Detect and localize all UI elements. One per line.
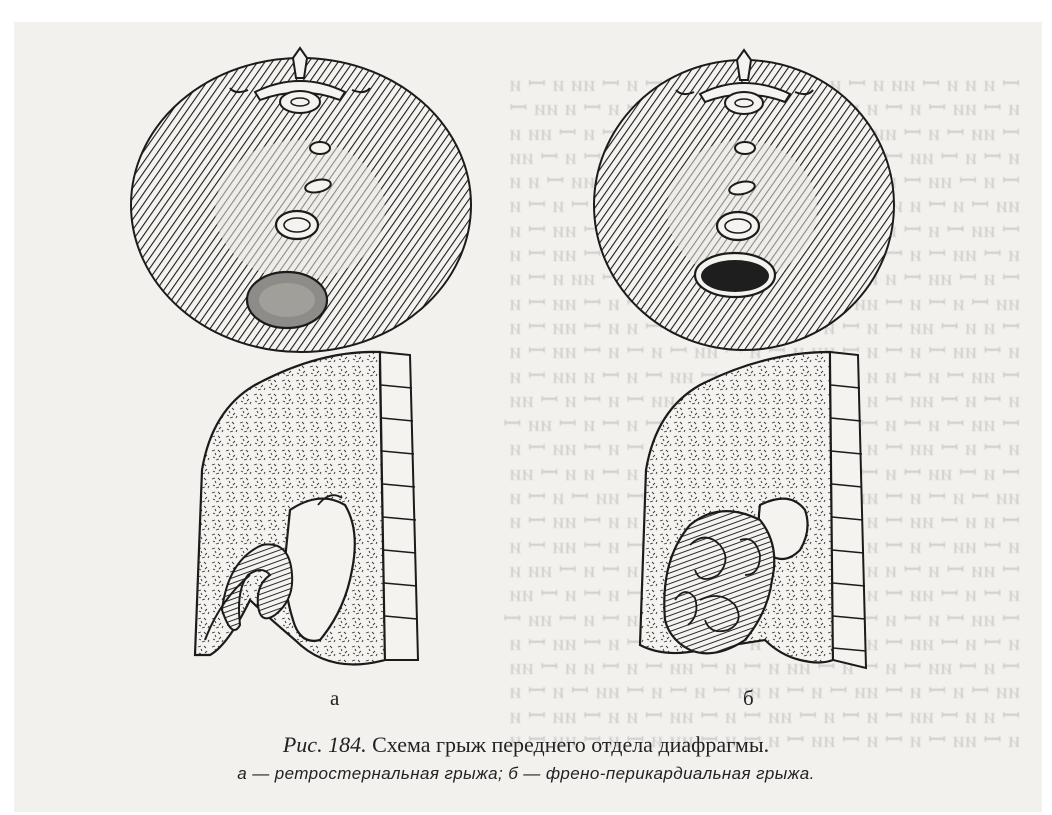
sagittal-left [195,352,418,665]
diaphragm-left [131,48,471,352]
spine-right [830,352,866,668]
figure-caption-legend: а — ретростернальная грыжа; б — френо-пе… [0,764,1052,784]
figure-caption-title: Рис. 184. Схема грыж переднего отдела ди… [0,732,1052,758]
diaphragm-right [594,50,894,350]
panel-label-b: б [743,686,754,711]
figure-title: Схема грыж переднего отдела диафрагмы. [372,732,769,757]
sagittal-right [640,352,866,668]
figure-number: Рис. 184. [283,732,367,757]
spine-left [380,352,418,660]
panel-label-a: а [330,686,339,711]
